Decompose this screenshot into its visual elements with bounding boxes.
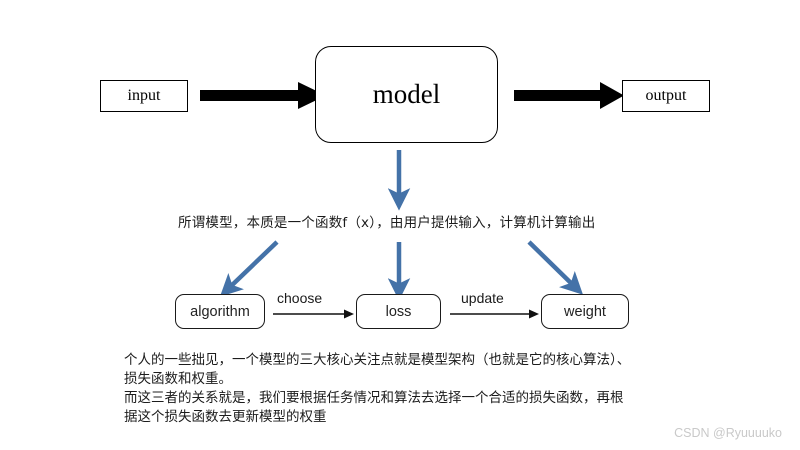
arrow-caption-to-algorithm [219,240,279,297]
arrow-algorithm-to-loss [273,309,354,319]
watermark: CSDN @Ryuuuuko [674,426,782,440]
arrow-caption-to-weight [527,240,584,295]
edge-label-update: update [461,290,504,306]
arrow-model-to-output [514,82,624,109]
node-input[interactable]: input [100,80,188,112]
notes-line: 个人的一些拙见，一个模型的三大核心关注点就是模型架构（也就是它的核心算法）、 [124,352,631,368]
arrow-input-to-model [200,82,326,109]
node-algorithm[interactable]: algorithm [175,294,265,329]
notes-line: 损失函数和权重。 [124,371,232,387]
node-output[interactable]: output [622,80,710,112]
node-weight[interactable]: weight [541,294,629,329]
notes-line: 而这三者的关系就是，我们要根据任务情况和算法去选择一个合适的损失函数，再根 [124,390,624,406]
notes-block: 个人的一些拙见，一个模型的三大核心关注点就是模型架构（也就是它的核心算法）、 损… [124,351,724,427]
node-model[interactable]: model [315,46,498,143]
arrow-loss-to-weight [450,309,539,319]
notes-line: 据这个损失函数去更新模型的权重 [124,409,327,425]
edge-label-choose: choose [277,290,323,306]
caption-function-definition: 所谓模型，本质是一个函数f（x），由用户提供输入，计算机计算输出 [178,215,596,231]
node-loss[interactable]: loss [356,294,441,329]
